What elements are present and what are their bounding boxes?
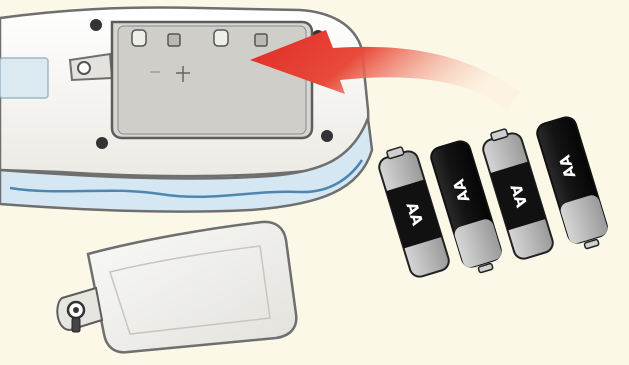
battery-compartment xyxy=(112,22,312,138)
battery-group: AA AA AA AA xyxy=(375,115,612,279)
battery-contact xyxy=(168,34,180,46)
display-window xyxy=(0,58,48,98)
battery-contact xyxy=(255,34,267,46)
battery-contact xyxy=(132,30,146,46)
battery-cover xyxy=(57,222,296,352)
battery-contact xyxy=(214,30,228,46)
screw-hole xyxy=(321,130,333,142)
screw-hole xyxy=(96,137,108,149)
screw-hole xyxy=(90,19,102,31)
